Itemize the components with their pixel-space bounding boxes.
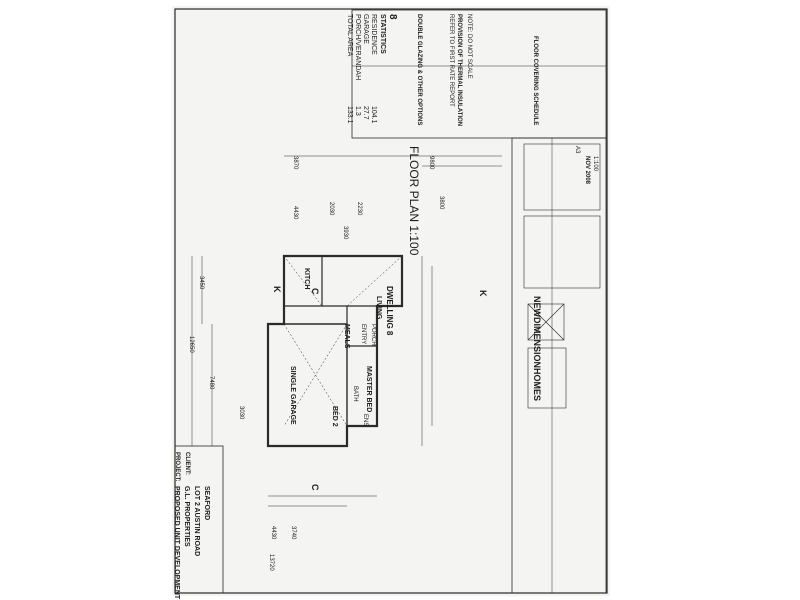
client-name: G.L. PROPERTIES	[183, 486, 190, 547]
room-entry: ENTRY	[360, 324, 366, 345]
drawing-date: NOV 2008	[584, 156, 590, 185]
room-meals: MEALS	[343, 324, 350, 349]
room-porch: PORCH	[370, 324, 376, 346]
dim-left-0: 12650	[188, 336, 194, 353]
section-marker-c: C	[310, 288, 320, 295]
section-marker-k: K	[478, 290, 488, 297]
room-garage: SINGLE GARAGE	[289, 366, 296, 425]
stat-label-total: TOTAL AREA	[346, 14, 353, 57]
notes-panel	[351, 9, 607, 139]
project-name: PROPOSED UNIT DEVELOPMENT	[173, 486, 180, 600]
dim-bottom-1: 13720	[268, 554, 274, 571]
project-label: PROJECT:	[174, 452, 180, 482]
stat-value-porch: 1.3	[354, 106, 361, 116]
note-do-not-scale: NOTE: DO NOT SCALE	[466, 14, 472, 79]
stat-label-residence: RESIDENCE	[370, 14, 377, 55]
note-floor-covering: FLOOR COVERING SCHEDULE	[532, 36, 538, 126]
room-living: LIVING	[375, 296, 382, 320]
stat-value-garage: 27.7	[362, 106, 369, 120]
company-logo-line	[527, 303, 565, 341]
dim-bottom-2: 3740	[290, 526, 296, 540]
dim-bottom-0: 4430	[270, 526, 276, 540]
kitchen-diagonal	[283, 255, 323, 307]
dim-top-1: 4430	[292, 206, 298, 220]
room-ens: ENS	[362, 414, 368, 427]
room-master-bed: MASTER BED	[365, 366, 372, 413]
council-stamp	[527, 347, 567, 409]
drawing-title: FLOOR PLAN 1:100	[407, 146, 421, 256]
room-bed2: BED 2	[331, 406, 338, 427]
dwelling-number: 8	[387, 14, 398, 20]
dim-left-1: 3450	[198, 276, 204, 290]
dim-top-6: 2230	[356, 202, 362, 216]
note-first-rate: REFER TO FIRST RATE REPORT	[448, 14, 454, 107]
floor-plan-drawing	[174, 8, 608, 594]
section-marker-c: C	[310, 484, 320, 491]
dim-left-3: 3030	[238, 406, 244, 420]
statistics-heading: STATISTICS	[379, 14, 386, 54]
client-label: CLIENT:	[184, 452, 190, 475]
room-kitchen: KITCH	[303, 268, 310, 290]
sheet-size: A3	[574, 146, 580, 154]
drawing-sheet: FLOOR PLAN 1:100 8 STATISTICS RESIDENCE …	[172, 6, 610, 600]
address-line-1: LOT 2 AUSTIN ROAD	[193, 486, 200, 557]
stat-value-residence: 104.1	[370, 106, 377, 124]
room-bath: BATH	[352, 386, 358, 402]
note-thermal-insulation: PROVISION OF THERMAL INSULATION	[456, 14, 462, 127]
dim-top-4: 2030	[328, 202, 334, 216]
title-block-frame	[511, 137, 607, 594]
building-walls	[266, 254, 404, 448]
logo-box	[523, 215, 601, 289]
stat-label-garage: GARAGE	[362, 14, 369, 44]
living-diagonal	[346, 255, 403, 307]
inner-wall-meals	[283, 305, 377, 324]
address-line-2: SEAFORD	[203, 486, 210, 521]
company-logo	[527, 303, 565, 341]
dwelling-label: DWELLING 8	[385, 286, 394, 336]
dim-left-2: 7480	[208, 376, 214, 390]
drawing-scale: 1:100	[592, 156, 598, 172]
dim-top-0: 3870	[292, 156, 298, 170]
company-name: NEWDIMENSIONHOMES	[532, 296, 542, 402]
dim-top-2: 9800	[428, 156, 434, 170]
note-double-glazing: DOUBLE GLAZING & OTHER OPTIONS	[416, 14, 422, 126]
section-marker-k: K	[272, 286, 282, 293]
revision-box	[523, 143, 601, 211]
sheet-border	[174, 8, 608, 594]
dimension-lines	[191, 155, 502, 507]
project-strip	[174, 445, 224, 594]
dim-top-3: 3800	[438, 196, 444, 210]
stat-label-porch: PORCH/VERANDAH	[354, 14, 361, 81]
dim-top-5: 3930	[342, 226, 348, 240]
stat-value-total: 133.1	[346, 106, 353, 124]
